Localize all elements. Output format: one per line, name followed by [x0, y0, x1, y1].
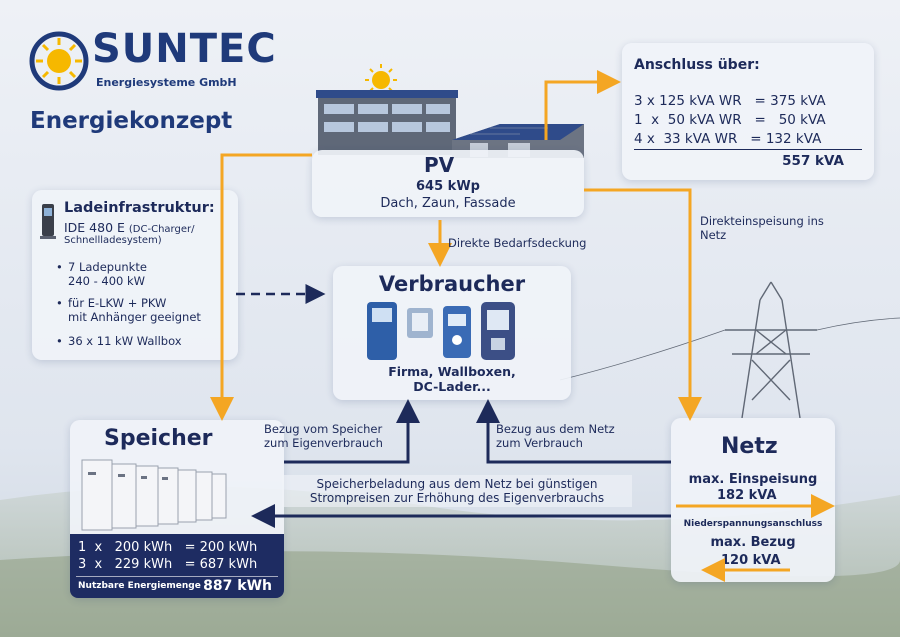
label-speicherbeladung: Speicherbeladung aus dem Netz bei günsti…: [282, 475, 632, 507]
speicher-total-label: Nutzbare Energiemenge: [78, 581, 201, 591]
verbraucher-sub: DC-Lader...: [413, 379, 491, 394]
netz-bezug-value: 120 kVA: [721, 553, 781, 568]
pv-label: PV: [424, 153, 455, 177]
power-pylon-icon: [559, 281, 900, 419]
divider: [76, 576, 278, 577]
lade-bullet: 36 x 11 kW Wallbox: [56, 334, 182, 348]
ladeinfrastruktur-box: Ladeinfrastruktur: IDE 480 E (DC-Charger…: [32, 190, 238, 360]
speicher-row: 3 x 229 kWh = 687 kWh: [78, 557, 258, 572]
verbraucher-title: Verbraucher: [378, 272, 526, 296]
netz-feed-label: max. Einspeisung: [688, 472, 818, 487]
brand-name: SUNTEC: [92, 26, 277, 72]
ev-charger-icon: [40, 204, 56, 239]
label-direkte-bedarfsdeckung: Direkte Bedarfsdeckung: [448, 236, 587, 250]
suntec-logo: [26, 28, 256, 98]
anschluss-total: 557 kVA: [782, 153, 844, 169]
anschluss-row: 4 x 33 kVA WR = 132 kVA: [634, 131, 822, 147]
netz-nsa-label: Niederspannungsanschluss: [683, 519, 823, 529]
anschluss-box: Anschluss über: 3 x 125 kVA WR = 375 kVA…: [622, 43, 874, 180]
lade-title: Ladeinfrastruktur:: [64, 200, 215, 216]
brand-subtitle: Energiesysteme GmbH: [96, 76, 237, 89]
anschluss-title: Anschluss über:: [634, 57, 760, 73]
speicher-row: 1 x 200 kWh = 200 kWh: [78, 540, 258, 555]
speicher-title: Speicher: [104, 426, 213, 451]
anschluss-row: 1 x 50 kVA WR = 50 kVA: [634, 112, 826, 128]
sun-logo-icon: [29, 31, 89, 91]
page-title: Energiekonzept: [30, 108, 233, 134]
netz-title: Netz: [721, 434, 778, 459]
pv-box: PV 645 kWp Dach, Zaun, Fassade: [312, 150, 584, 217]
divider: [634, 149, 862, 150]
verbraucher-box: Verbraucher Firma, Wallboxen, DC-Lader..…: [333, 266, 571, 400]
battery-storage-icon: [81, 459, 227, 531]
pv-value: 645 kWp: [416, 179, 480, 194]
lade-model: IDE 480 E (DC-Charger/: [64, 220, 195, 235]
verbraucher-sub: Firma, Wallboxen,: [388, 364, 516, 379]
netz-feed-value: 182 kVA: [717, 488, 777, 503]
speicher-total: 887 kWh: [203, 578, 272, 594]
speicher-table: 1 x 200 kWh = 200 kWh 3 x 229 kWh = 687 …: [70, 534, 284, 598]
netz-box: Netz max. Einspeisung 182 kVA Niederspan…: [671, 418, 835, 582]
anschluss-row: 3 x 125 kVA WR = 375 kVA: [634, 93, 826, 109]
lade-model-note: Schnellladesystem): [64, 235, 162, 246]
chargers-illustration: [367, 302, 515, 360]
pv-sub: Dach, Zaun, Fassade: [380, 196, 516, 211]
netz-bezug-label: max. Bezug: [710, 535, 796, 550]
